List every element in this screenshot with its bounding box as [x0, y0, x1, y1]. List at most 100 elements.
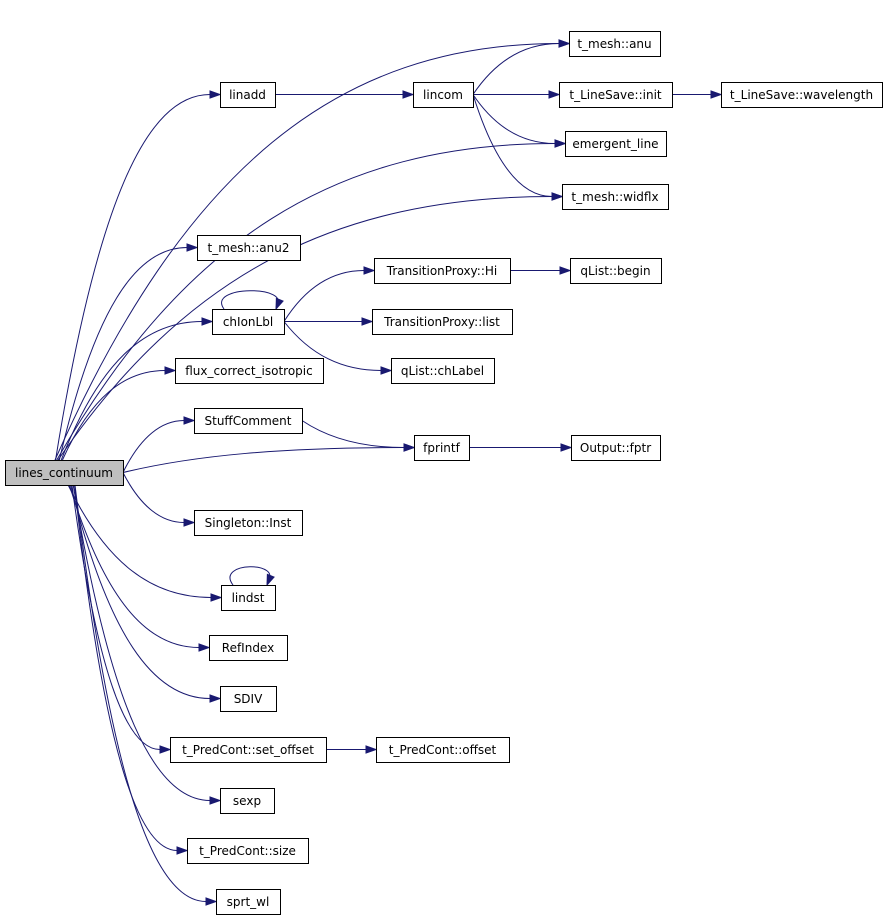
node-emergent-line[interactable]: emergent_line: [565, 131, 667, 157]
node-box: [569, 31, 661, 57]
node-singleton-inst[interactable]: Singleton::Inst: [194, 510, 303, 536]
node-box: [570, 258, 662, 284]
edge-lincom-to-t-mesh-anu-arrowhead: [558, 39, 571, 48]
node-label: emergent_line: [572, 137, 658, 151]
node-qlist-chlabel[interactable]: qList::chLabel: [391, 358, 495, 384]
edge-linadd-to-lincom-arrowhead: [402, 90, 415, 99]
edge-lincom-to-emergent-line-line: [472, 94, 556, 144]
node-box: [216, 889, 281, 915]
edge-lines-continuum-to-t-predcont-set-offset-line: [71, 484, 161, 750]
edge-lines-continuum-to-sexp: [72, 484, 222, 805]
edge-lines-continuum-to-singleton-inst-line: [122, 472, 185, 523]
node-label: fprintf: [423, 441, 460, 455]
node-t-linesave-init[interactable]: t_LineSave::init: [559, 82, 673, 108]
edge-chionlbl-to-qlist-chlabel-arrowhead: [380, 366, 393, 375]
node-label: TransitionProxy::list: [383, 315, 500, 329]
node-t-mesh-widflx[interactable]: t_mesh::widflx: [562, 184, 669, 210]
edge-t-linesave-init-to-t-linesave-wavelength: [671, 90, 723, 99]
node-t-linesave-wavelength[interactable]: t_LineSave::wavelength: [721, 82, 883, 108]
node-box: [376, 737, 510, 763]
edge-linadd-to-lincom: [274, 90, 415, 99]
node-box: [197, 235, 301, 261]
node-box: [559, 82, 673, 108]
node-lincom[interactable]: lincom: [413, 82, 474, 108]
edge-lines-continuum-to-singleton-inst: [122, 472, 196, 527]
node-transitionproxy-hi[interactable]: TransitionProxy::Hi: [374, 258, 511, 284]
node-box: [562, 184, 669, 210]
edge-lines-continuum-to-flux-correct-isotropic: [61, 366, 177, 461]
node-box: [5, 460, 124, 486]
edge-chionlbl-to-qlist-chlabel-line: [283, 321, 382, 371]
edge-lines-continuum-to-t-mesh-anu2: [58, 243, 199, 461]
node-t-mesh-anu[interactable]: t_mesh::anu: [569, 31, 661, 57]
node-chionlbl[interactable]: chIonLbl: [212, 309, 285, 335]
edge-lines-continuum-to-sexp-arrowhead: [209, 796, 222, 805]
node-t-mesh-anu2[interactable]: t_mesh::anu2: [197, 235, 301, 261]
node-label: RefIndex: [222, 641, 274, 655]
edge-lines-continuum-to-chionlbl: [60, 317, 214, 461]
edge-lincom-to-t-mesh-widflx-arrowhead: [551, 192, 564, 201]
edge-lines-continuum-to-chionlbl-line: [60, 321, 203, 461]
node-label: lindst: [232, 591, 265, 605]
node-t-predcont-set-offset[interactable]: t_PredCont::set_offset: [170, 737, 327, 763]
edge-lines-continuum-to-t-mesh-anu: [54, 39, 571, 461]
node-label: t_PredCont::size: [199, 844, 296, 858]
edge-lines-continuum-to-refindex-arrowhead: [198, 643, 211, 652]
node-label: Singleton::Inst: [205, 516, 292, 530]
node-fprintf[interactable]: fprintf: [414, 435, 470, 461]
edge-lines-continuum-to-t-predcont-set-offset-arrowhead: [159, 745, 172, 754]
edge-lines-continuum-to-t-predcont-size: [73, 484, 189, 855]
node-flux-correct-isotropic[interactable]: flux_correct_isotropic: [175, 358, 324, 384]
edge-lines-continuum-to-linadd-line: [55, 94, 211, 461]
node-lines-continuum[interactable]: lines_continuum: [5, 460, 124, 486]
node-label: t_LineSave::wavelength: [730, 88, 873, 102]
edge-lincom-to-t-mesh-widflx: [472, 94, 564, 201]
edge-chionlbl-to-transitionproxy-hi-line: [283, 270, 365, 322]
node-label: flux_correct_isotropic: [185, 364, 312, 378]
node-sdiv[interactable]: SDIV: [220, 686, 277, 712]
edge-lines-continuum-to-t-predcont-size-arrowhead: [176, 846, 189, 855]
node-linadd[interactable]: linadd: [220, 82, 276, 108]
node-t-predcont-size[interactable]: t_PredCont::size: [187, 838, 309, 864]
node-label: sexp: [233, 794, 261, 808]
node-box: [414, 435, 470, 461]
node-refindex[interactable]: RefIndex: [209, 635, 288, 661]
node-label: TransitionProxy::Hi: [386, 264, 497, 278]
node-qlist-begin[interactable]: qList::begin: [570, 258, 662, 284]
node-output-fptr[interactable]: Output::fptr: [571, 435, 661, 461]
node-label: t_PredCont::offset: [389, 743, 497, 757]
node-box: [220, 788, 275, 814]
node-box: [721, 82, 883, 108]
node-label: lincom: [423, 88, 463, 102]
edge-lines-continuum-to-flux-correct-isotropic-arrowhead: [164, 366, 177, 375]
edge-lines-continuum-to-lindst-line: [67, 484, 212, 598]
edge-fprintf-to-output-fptr-arrowhead: [560, 443, 573, 452]
node-lindst[interactable]: lindst: [221, 585, 276, 611]
edge-lincom-to-t-mesh-anu: [472, 39, 571, 95]
node-box: [212, 309, 285, 335]
edge-lines-continuum-to-t-predcont-set-offset: [71, 484, 172, 754]
node-t-predcont-offset[interactable]: t_PredCont::offset: [376, 737, 510, 763]
edge-lines-continuum-to-refindex: [68, 484, 211, 652]
edge-lines-continuum-to-linadd: [55, 90, 222, 461]
node-sprt-wl[interactable]: sprt_wl: [216, 889, 281, 915]
node-box: [391, 358, 495, 384]
edge-lines-continuum-to-flux-correct-isotropic-line: [61, 370, 166, 461]
edge-lines-continuum-to-fprintf-line: [122, 447, 405, 473]
edge-lines-continuum-to-t-mesh-anu2-arrowhead: [186, 243, 199, 252]
edge-lines-continuum-to-refindex-line: [68, 484, 200, 648]
edge-chionlbl-to-chionlbl-arrowhead: [275, 297, 284, 311]
edge-lines-continuum-to-sprt-wl-line: [74, 484, 207, 902]
node-sexp[interactable]: sexp: [220, 788, 275, 814]
node-box: [220, 82, 276, 108]
node-transitionproxy-list[interactable]: TransitionProxy::list: [372, 309, 513, 335]
node-stuffcomment[interactable]: StuffComment: [194, 408, 303, 434]
node-box: [220, 686, 277, 712]
edge-lincom-to-emergent-line: [472, 94, 567, 148]
edge-lines-continuum-to-sdiv-line: [70, 484, 211, 699]
node-box: [374, 258, 511, 284]
edge-lines-continuum-to-emergent-line: [56, 139, 567, 461]
node-box: [194, 408, 303, 434]
edge-chionlbl-to-qlist-chlabel: [283, 321, 393, 375]
